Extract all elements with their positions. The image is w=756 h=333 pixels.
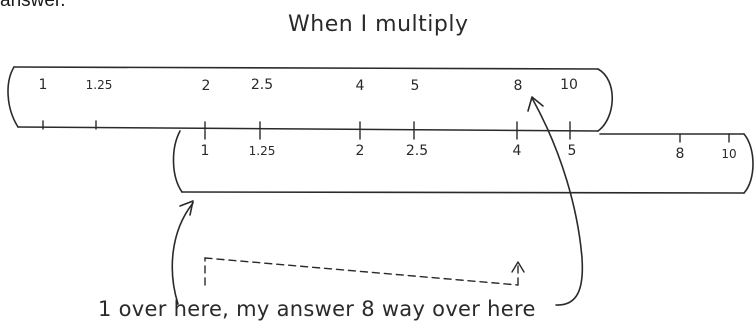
lower-label-1.25: 1.25 [249,144,276,158]
lower-label-5: 5 [568,143,577,159]
lower-label-4: 4 [513,143,522,159]
lower-rule-ticks [204,130,730,143]
dashed-connector [204,257,519,286]
upper-rule-labels: 1 1.25 2 2.5 4 5 8 10 [39,77,578,94]
diagram-caption: 1 over here, my answer 8 way over here [98,297,536,321]
upper-rule-bottom-edge [17,126,599,132]
lower-label-2: 2 [356,143,365,159]
lower-rule-bottom-edge [181,191,745,194]
upper-label-5: 5 [411,78,420,94]
lower-label-2.5: 2.5 [406,143,428,159]
upper-label-10: 10 [560,77,578,93]
left-arrowhead-icon [179,200,194,216]
right-curved-arrow [531,97,584,306]
lower-label-1: 1 [201,143,210,159]
upper-rule [7,66,614,132]
lower-rule-right-end [743,133,754,194]
diagram-title: When I multiply [288,12,469,37]
lower-rule [172,130,754,194]
upper-rule-left-end [7,66,19,128]
lower-rule-labels: 1 1.25 2 2.5 4 5 8 10 [201,143,737,162]
upper-rule-top-edge [13,66,599,70]
lower-rule-left-end [172,130,183,193]
upper-rule-ticks [42,120,571,131]
top-text-fragment: answer. [0,0,66,11]
upper-label-1: 1 [39,77,48,93]
dashed-slope [204,257,519,286]
upper-label-1.25: 1.25 [86,78,113,92]
upper-label-4: 4 [356,78,365,94]
lower-label-10: 10 [721,147,736,161]
upper-label-2: 2 [202,78,211,94]
left-curved-arrow [171,202,194,305]
upper-label-2.5: 2.5 [251,77,273,93]
right-arrowhead-icon [527,96,544,112]
lower-label-8: 8 [676,146,685,162]
dashed-arrowhead-icon [511,261,525,273]
upper-label-8: 8 [514,78,523,94]
upper-rule-right-end [597,68,614,132]
